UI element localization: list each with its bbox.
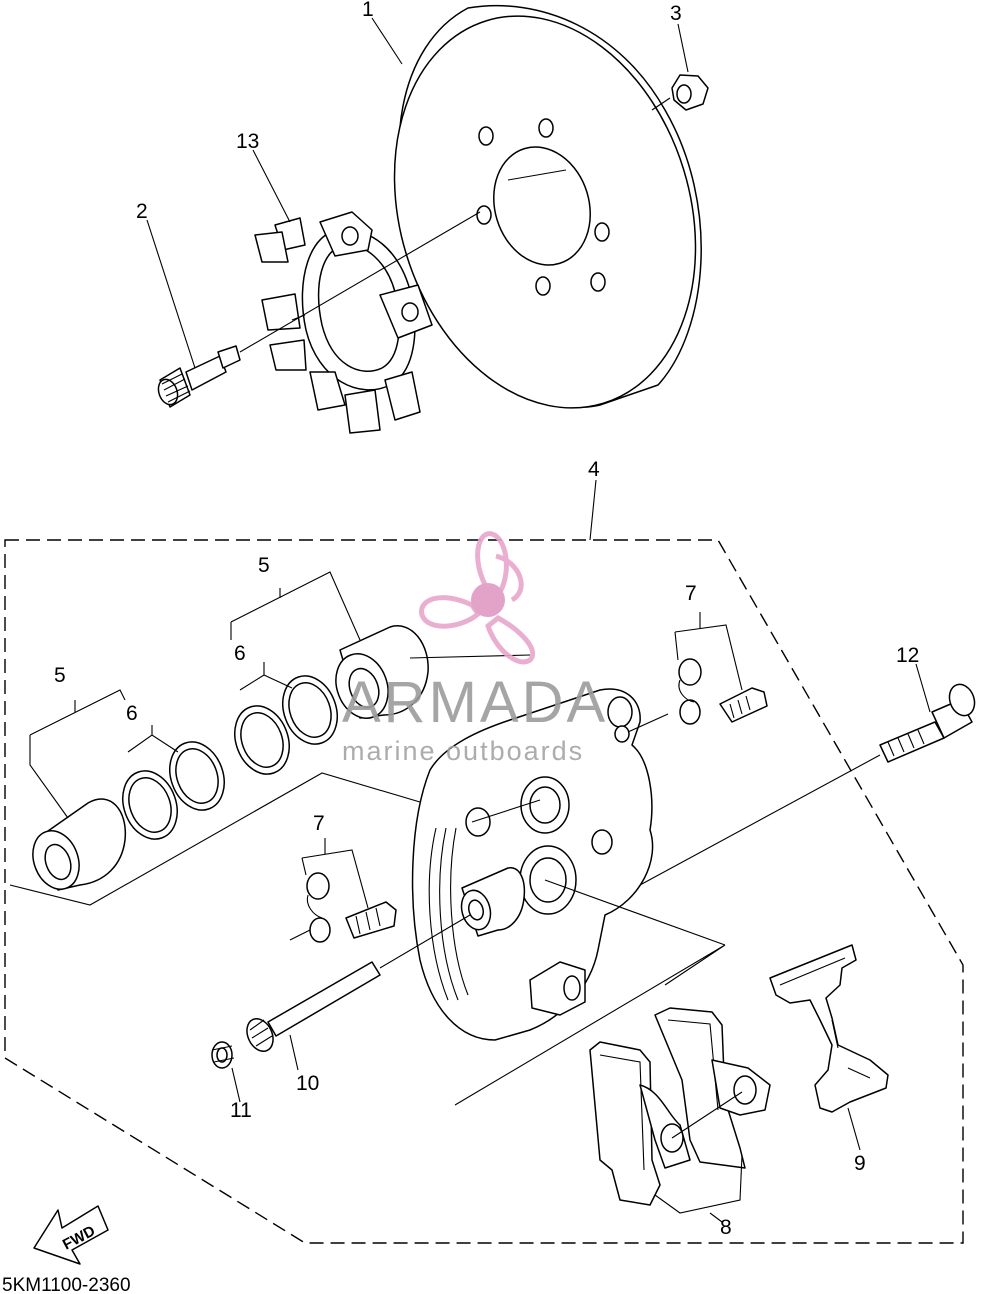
propeller-blade-right [485,615,536,665]
propeller-blade-left [419,595,482,629]
callout-6-left: 6 [126,702,138,725]
callout-8: 8 [720,1216,732,1239]
brake-pad-inner [589,1041,691,1206]
caliper-assembly-boundary [4,539,964,1244]
callout-3: 3 [670,2,682,25]
caliper-body [411,688,654,1041]
disc-spacer [254,211,433,434]
bleed-screw-lower [289,872,397,943]
callout-12: 12 [896,644,919,667]
callout-7-lower: 7 [313,812,325,835]
drawing-code: 5KM1100-2360 [2,1275,131,1294]
piston-left [32,798,127,891]
caliper-bolt [639,683,976,886]
pad-spring [769,944,889,1113]
callout-5-upper: 5 [258,554,270,577]
callout-10: 10 [296,1072,319,1095]
callout-2: 2 [136,200,148,223]
piston-upper [335,625,429,719]
watermark-subtitle: marine outboards [342,736,584,766]
piston-seal-upper-b [282,675,338,745]
brake-pad-outer [654,1007,771,1169]
forward-direction-arrow: FWD [33,1205,109,1265]
piston-seal-left-a [122,770,178,840]
propeller-hub [471,583,505,617]
leader-lines [29,17,931,1223]
slide-pin [246,914,471,1052]
piston-seal-upper-a [234,705,290,775]
brake-disc [393,4,702,409]
callout-7-upper: 7 [685,582,697,605]
disc-bolt [157,211,481,408]
bleed-screw-upper [627,658,768,733]
callout-13: 13 [236,130,259,153]
watermark-title: ARMADA [342,670,608,735]
propeller-blade-top [475,531,509,595]
callout-1: 1 [362,0,374,21]
watermark-logo: ARMADA marine outboards [342,531,608,766]
nut [651,74,709,111]
slide-pin-boot [211,1041,235,1069]
callout-9: 9 [854,1152,866,1175]
piston-seal-left-b [169,741,225,811]
callout-6-upper: 6 [234,642,246,665]
callout-11: 11 [230,1099,252,1122]
callout-4: 4 [588,458,600,481]
callout-5-left: 5 [54,664,66,687]
